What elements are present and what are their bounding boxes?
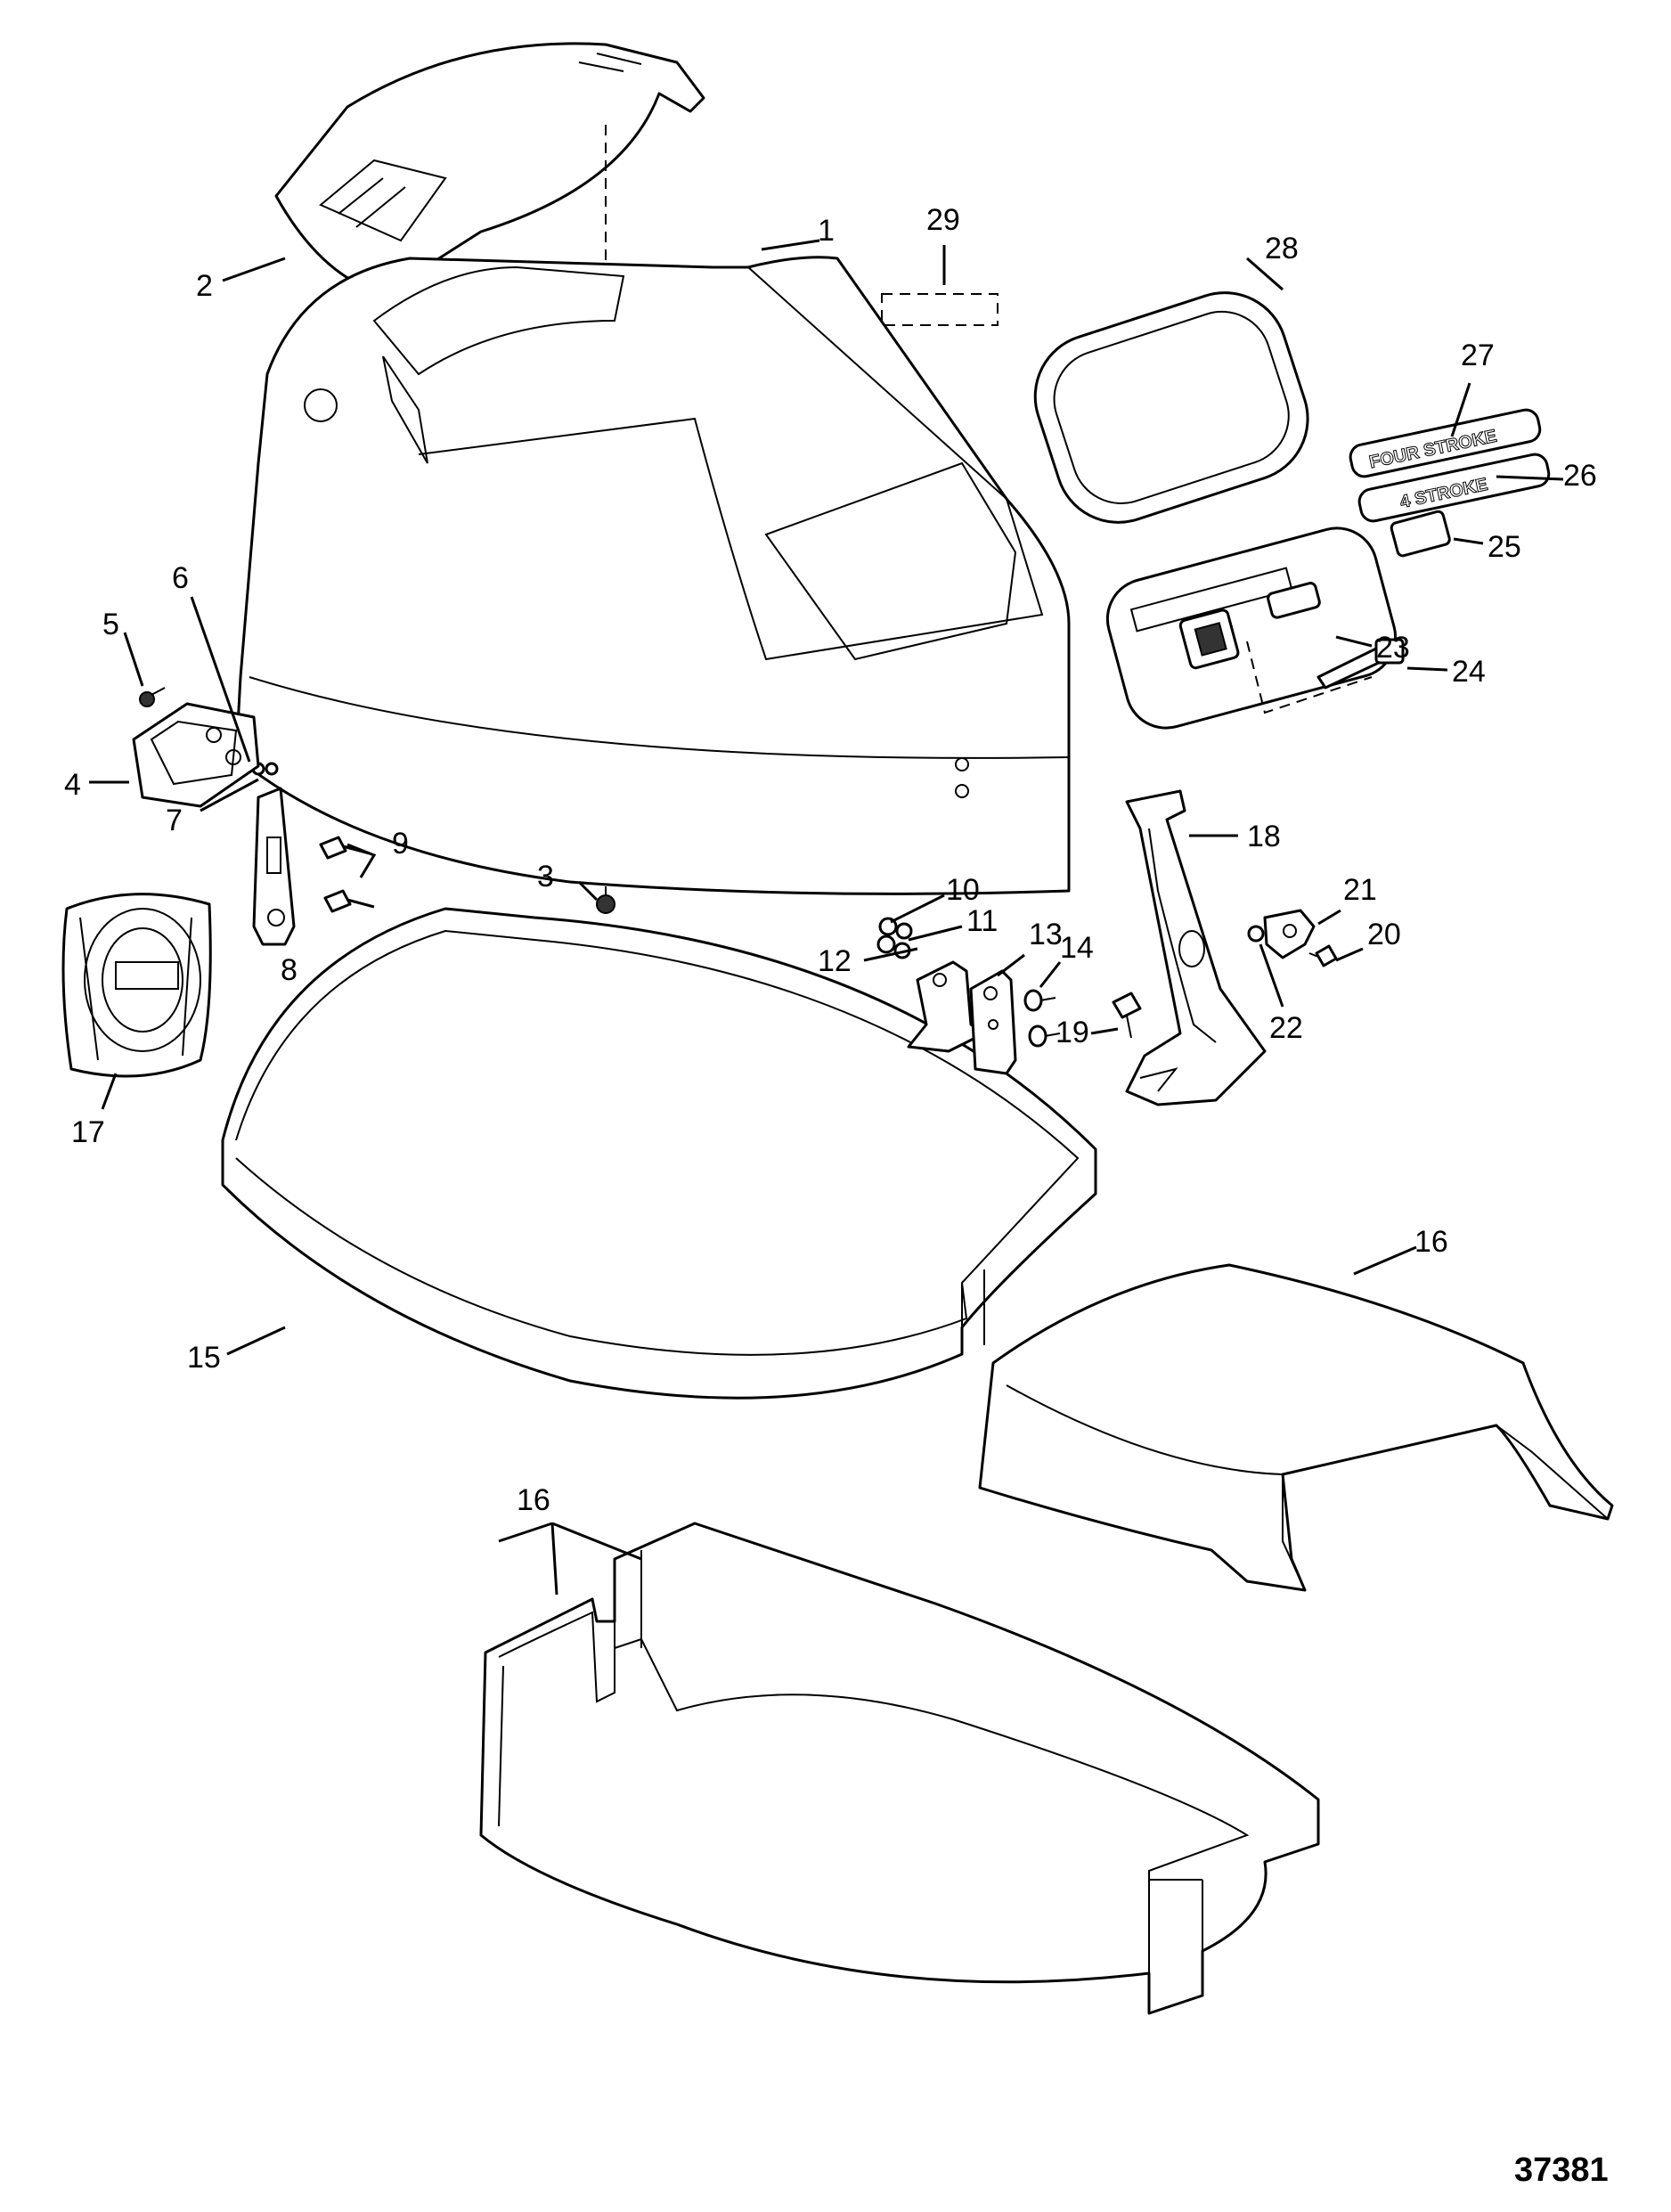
callout-22: 22: [1269, 1011, 1303, 1045]
part-21-clip: [1263, 909, 1316, 959]
callout-14: 14: [1060, 931, 1094, 965]
callout-23: 23: [1376, 631, 1410, 665]
callout-25: 25: [1488, 530, 1521, 564]
figure-number: 37381: [1514, 2151, 1609, 2189]
callout-9: 9: [392, 827, 409, 861]
callout-27: 27: [1461, 339, 1495, 372]
callout-17: 17: [71, 1115, 105, 1149]
part-29-decal-placeholder: [881, 293, 999, 326]
part-24-key-pin: [1316, 638, 1405, 690]
part-7-nut: [265, 762, 279, 776]
part-9-screws: [319, 836, 375, 913]
part-14-pins: [1023, 989, 1061, 1048]
part-1-top-cowl: [234, 256, 1071, 895]
callout-12: 12: [818, 944, 852, 978]
callout-20: 20: [1367, 918, 1401, 951]
part-18-support-bracket: [1125, 789, 1267, 1106]
callout-4: 4: [64, 768, 81, 802]
callout-3: 3: [537, 860, 554, 894]
part-25-plug: [1390, 510, 1451, 558]
part-28-trim-ring: [1033, 291, 1309, 524]
callout-8: 8: [281, 953, 298, 987]
part-8-bracket: [252, 787, 296, 946]
alignment-line-24: [1246, 641, 1373, 714]
leader-lines: [89, 239, 1564, 1596]
callout-24: 24: [1452, 655, 1486, 689]
callout-11: 11: [966, 904, 998, 938]
callout-labels: 1 2 29 28 27 26 25 23 24 5 6 4 7 9 8 3 1…: [64, 203, 1597, 1517]
callout-1: 1: [818, 214, 835, 248]
part-13-hinge-bracket: [969, 969, 1017, 1075]
part-20-screw: [1308, 944, 1338, 967]
callout-16-left: 16: [517, 1483, 550, 1517]
callout-6: 6: [172, 561, 189, 595]
callout-13: 13: [1029, 918, 1063, 951]
callout-15: 15: [187, 1341, 221, 1375]
part-22-washer: [1247, 925, 1265, 943]
part-15-seal: [221, 907, 1097, 1400]
callout-28: 28: [1265, 232, 1299, 265]
callout-2: 2: [196, 269, 213, 303]
part-10-nuts: [876, 917, 898, 954]
part-17-air-silencer: [61, 893, 212, 1078]
part-3-screw: [596, 886, 615, 914]
callout-19: 19: [1056, 1016, 1089, 1049]
callout-29: 29: [926, 203, 960, 237]
part-19-screw: [1112, 992, 1142, 1039]
callout-16-right: 16: [1414, 1225, 1448, 1259]
callout-18: 18: [1247, 820, 1281, 853]
part-4-latch: [132, 702, 260, 808]
part-2-top-vent-cover: [274, 42, 705, 296]
part-16-cowl-bottom-section: [479, 1522, 1320, 2015]
part-5-screw: [139, 687, 166, 707]
part-23-front-panel: [1105, 526, 1398, 730]
callout-5: 5: [102, 608, 119, 641]
callout-10: 10: [946, 873, 980, 907]
callout-26: 26: [1563, 459, 1597, 493]
part-16-cowl-rear-section: [978, 1263, 1614, 1592]
callout-21: 21: [1343, 873, 1377, 907]
callout-7: 7: [166, 804, 183, 837]
